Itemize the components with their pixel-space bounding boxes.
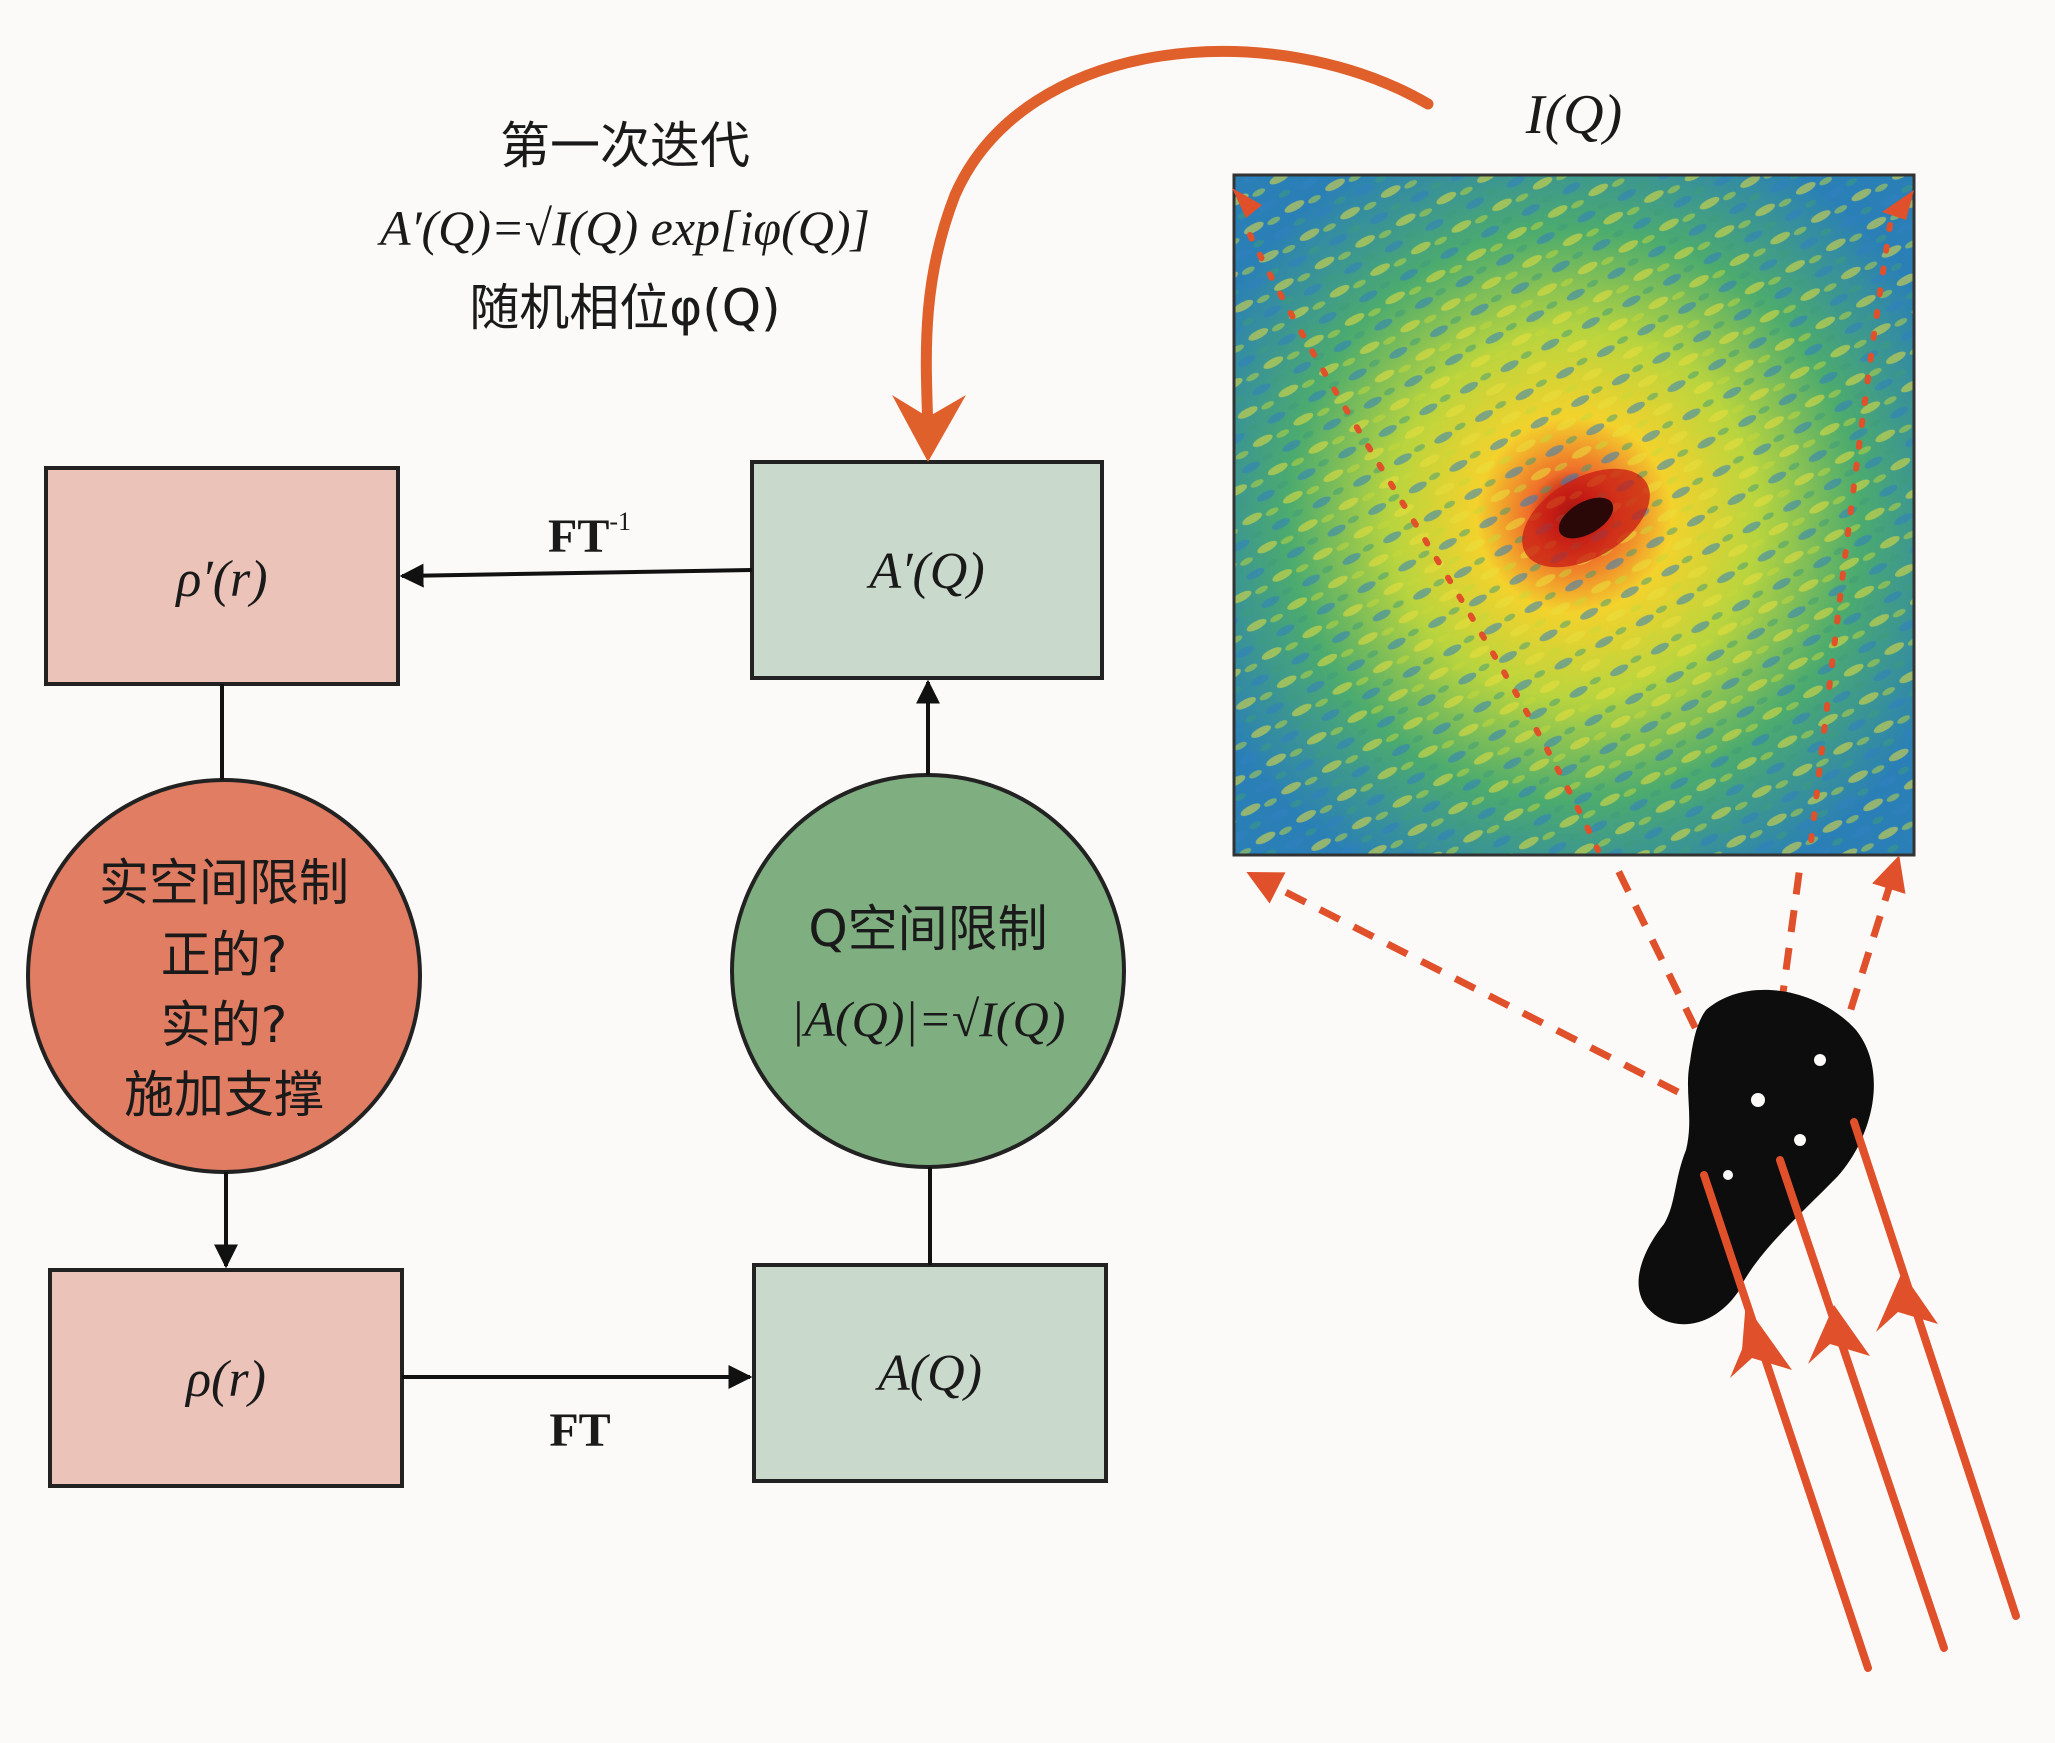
box-a-prime: A′(Q) bbox=[750, 460, 1104, 680]
box-rho-prime: ρ′(r) bbox=[44, 466, 400, 686]
inverse-ft-label: FT-1 bbox=[548, 507, 631, 563]
real-space-line-1: 实空间限制 bbox=[99, 854, 349, 912]
box-rho-prime-label: ρ′(r) bbox=[174, 551, 267, 608]
feedback-arrow-head bbox=[892, 395, 966, 462]
q-space-constraint-circle: Q空间限制 |A(Q)|=√I(Q) bbox=[730, 773, 1126, 1169]
iteration-note: 第一次迭代 A′(Q)=√I(Q) exp[iφ(Q)] 随机相位φ(Q) bbox=[377, 117, 870, 337]
box-a-label: A(Q) bbox=[875, 1345, 982, 1402]
real-space-line-2: 正的? bbox=[161, 926, 288, 984]
iteration-equation: A′(Q)=√I(Q) exp[iφ(Q)] bbox=[377, 200, 870, 256]
arrow-inverse-ft bbox=[399, 563, 753, 588]
box-a: A(Q) bbox=[752, 1263, 1108, 1483]
real-space-line-3: 实的? bbox=[161, 996, 288, 1054]
real-space-constraint-circle: 实空间限制 正的? 实的? 施加支撑 bbox=[26, 778, 422, 1174]
sample-particle bbox=[1638, 989, 1874, 1325]
beam-arrowheads bbox=[1730, 1272, 1938, 1378]
flow-connectors bbox=[214, 563, 940, 1389]
real-space-line-4: 施加支撑 bbox=[124, 1066, 324, 1124]
box-rho: ρ(r) bbox=[48, 1268, 404, 1488]
box-a-prime-label: A′(Q) bbox=[866, 543, 984, 600]
random-phase-note: 随机相位φ(Q) bbox=[469, 279, 780, 337]
scatter-rays bbox=[1246, 855, 1906, 1096]
box-rho-label: ρ(r) bbox=[184, 1351, 266, 1408]
iteration-title: 第一次迭代 bbox=[500, 117, 750, 175]
ft-label: FT bbox=[549, 1404, 610, 1457]
pattern-label: I(Q) bbox=[1525, 84, 1622, 146]
corner-mark-tl bbox=[1232, 188, 1262, 218]
feedback-arrow bbox=[920, 46, 1434, 438]
corner-mark-tr bbox=[1882, 190, 1914, 220]
q-space-line-2: |A(Q)|=√I(Q) bbox=[791, 991, 1066, 1047]
pattern-guides bbox=[1247, 222, 1893, 853]
q-space-line-1: Q空间限制 bbox=[808, 900, 1047, 958]
diffraction-pattern bbox=[1232, 173, 1916, 857]
